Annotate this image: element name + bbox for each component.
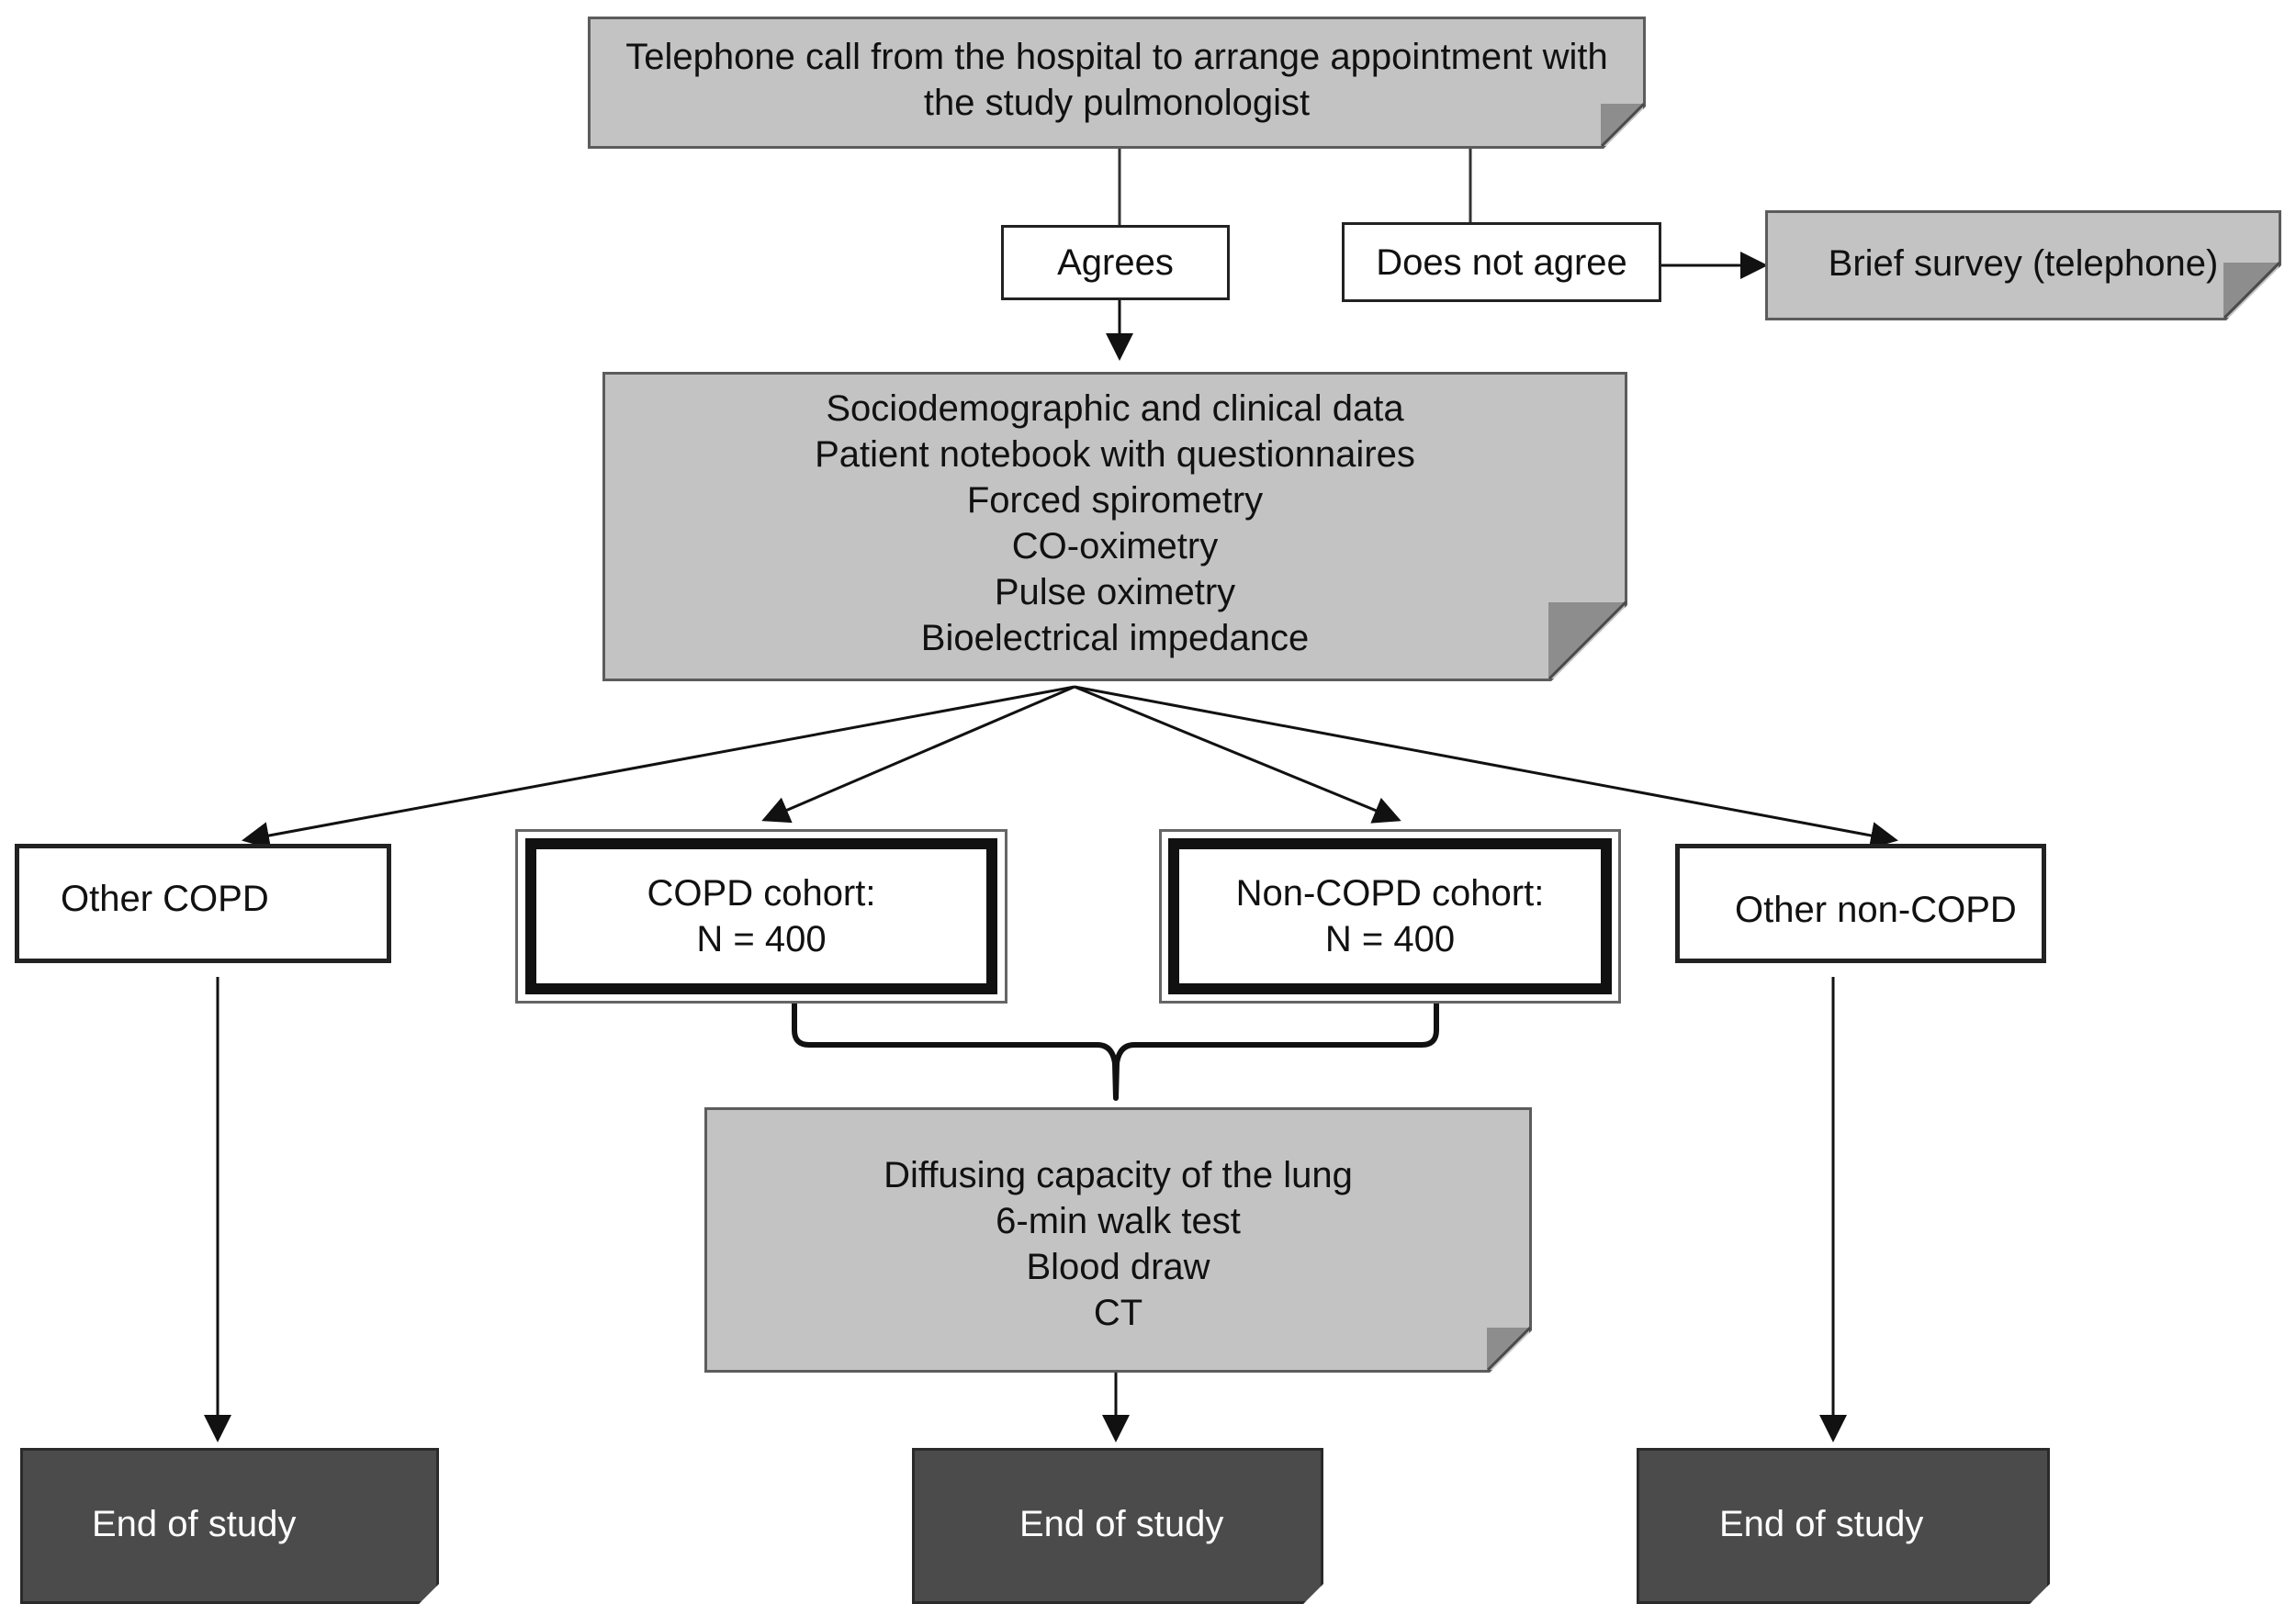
baseline-item-4: CO-oximetry: [1011, 526, 1219, 566]
agrees-box: Agrees: [1001, 225, 1230, 300]
agrees-label: Agrees: [1057, 242, 1174, 283]
arrow-baseline-to-other-copd: [242, 685, 1075, 849]
followup-item-3: Blood draw: [1026, 1247, 1210, 1287]
other-non-copd-label: Other non-COPD: [1735, 890, 2017, 930]
end-of-study-center: End of study: [912, 1448, 1323, 1604]
followup-assessment-box: Diffusing capacity of the lung 6-min wal…: [704, 1107, 1532, 1373]
end-of-study-right: End of study: [1637, 1448, 2050, 1604]
end-of-study-left-label: End of study: [92, 1504, 297, 1544]
copd-cohort-count: N = 400: [696, 919, 827, 959]
arrow-baseline-to-non-copd-cohort: [1074, 685, 1401, 824]
baseline-item-1: Sociodemographic and clinical data: [826, 388, 1404, 429]
other-copd-box: Other COPD: [15, 844, 391, 963]
baseline-item-3: Forced spirometry: [966, 480, 1264, 521]
followup-item-1: Diffusing capacity of the lung: [884, 1155, 1353, 1195]
does-not-agree-box: Does not agree: [1342, 222, 1661, 302]
end-of-study-left: End of study: [20, 1448, 439, 1604]
baseline-item-2: Patient notebook with questionnaires: [815, 434, 1415, 475]
end-of-study-center-label: End of study: [1019, 1504, 1224, 1544]
brief-survey-box: Brief survey (telephone): [1765, 210, 2281, 320]
non-copd-cohort-title: Non-COPD cohort:: [1235, 873, 1545, 914]
other-copd-label: Other COPD: [61, 879, 269, 919]
bracket-cohorts-merge: [792, 999, 1439, 1101]
does-not-agree-label: Does not agree: [1376, 241, 1627, 283]
brief-survey-label: Brief survey (telephone): [1828, 243, 2219, 284]
arrow-baseline-to-copd-cohort: [761, 685, 1075, 824]
baseline-item-5: Pulse oximetry: [994, 572, 1236, 612]
copd-cohort-box: COPD cohort: N = 400: [525, 838, 997, 994]
baseline-item-6: Bioelectrical impedance: [920, 618, 1310, 658]
baseline-assessment-box: Sociodemographic and clinical data Patie…: [602, 372, 1627, 681]
non-copd-cohort-box: Non-COPD cohort: N = 400: [1168, 838, 1612, 994]
end-of-study-right-label: End of study: [1719, 1504, 1924, 1544]
followup-item-2: 6-min walk test: [996, 1201, 1241, 1241]
telephone-call-line-1: Telephone call from the hospital to arra…: [625, 37, 1608, 77]
copd-cohort-title: COPD cohort:: [647, 873, 876, 914]
arrow-baseline-to-other-non-copd: [1074, 685, 1898, 849]
other-non-copd-box: Other non-COPD: [1675, 844, 2046, 963]
telephone-call-box: Telephone call from the hospital to arra…: [588, 17, 1646, 149]
telephone-call-line-2: the study pulmonologist: [923, 83, 1311, 123]
non-copd-cohort-count: N = 400: [1324, 919, 1456, 959]
followup-item-4: CT: [1093, 1293, 1143, 1333]
